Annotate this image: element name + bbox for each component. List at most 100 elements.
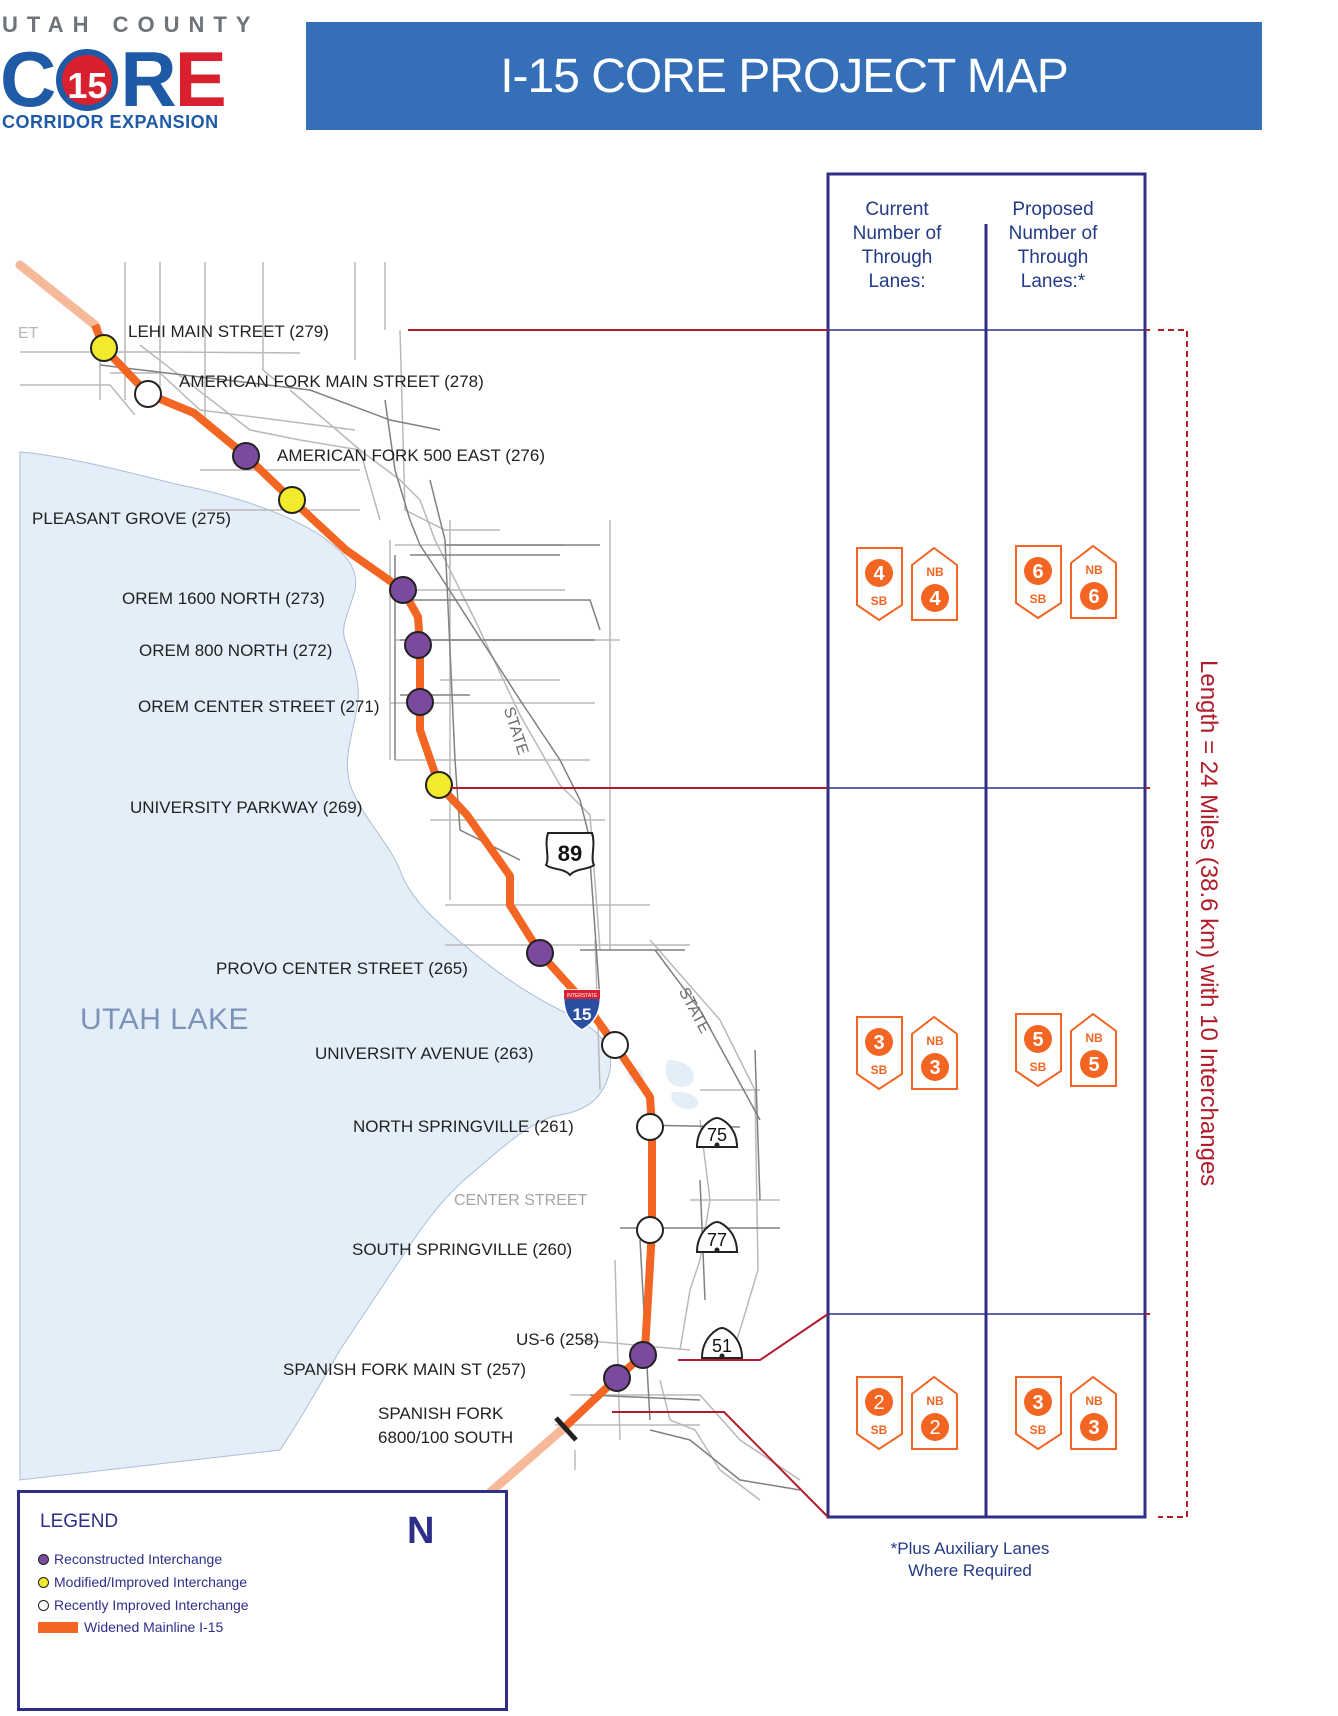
logo-circle-15: 15 <box>56 49 119 111</box>
interchange-label-north-springville: NORTH SPRINGVILLE (261) <box>353 1117 574 1136</box>
svg-text:NB: NB <box>926 1034 944 1048</box>
svg-text:NB: NB <box>1085 1394 1103 1408</box>
svg-text:SB: SB <box>871 594 888 608</box>
svg-text:NB: NB <box>1085 563 1103 577</box>
project-end-label-line2: 6800/100 SOUTH <box>378 1428 514 1447</box>
legend-bar-widened <box>38 1621 78 1633</box>
logo-letter-c: C <box>0 35 56 123</box>
i15-north-extension <box>15 260 100 330</box>
i15-shield: INTERSTATE 15 <box>562 989 602 1031</box>
logo-county-text: UTAH COUNTY <box>2 12 260 37</box>
sr75-shield: 75 <box>695 1116 739 1148</box>
interchange-dots <box>90 334 664 1392</box>
svg-text:SB: SB <box>871 1423 888 1437</box>
svg-text:4: 4 <box>929 588 941 610</box>
legend-item-modified: Modified/Improved Interchange <box>38 1574 247 1590</box>
logo-letter-r: R <box>120 35 176 123</box>
svg-text:5: 5 <box>1032 1029 1043 1051</box>
segment1-proposed-nb: NB 6 <box>1070 544 1117 619</box>
legend-label-widened: Widened Mainline I-15 <box>84 1619 224 1635</box>
svg-text:2: 2 <box>873 1392 884 1414</box>
current-header-line3: Through <box>861 247 933 268</box>
segment2-proposed-sb: 5 SB <box>1015 1013 1062 1088</box>
interchange-dot-orem-1600n <box>389 576 417 604</box>
legend-item-recent: Recently Improved Interchange <box>38 1597 249 1613</box>
interchange-dot-lehi-main <box>90 334 118 362</box>
legend-dot-reconstructed <box>38 1553 49 1565</box>
interchange-label-lehi-main: LEHI MAIN STREET (279) <box>128 322 329 341</box>
segment3-current-sb: 2 SB <box>856 1376 903 1451</box>
svg-text:5: 5 <box>1088 1054 1099 1076</box>
interchange-dot-university-pkwy <box>425 771 453 799</box>
sr51-shield-number: 51 <box>712 1336 732 1356</box>
interchange-label-south-springville: SOUTH SPRINGVILLE (260) <box>352 1240 573 1259</box>
current-header-line4: Lanes: <box>868 271 926 292</box>
current-lanes-header: Current Number of Through Lanes: <box>822 198 972 294</box>
i15-shield-number: 15 <box>573 1005 592 1024</box>
proposed-header-line1: Proposed <box>1012 199 1094 220</box>
segment3-proposed-sb: 3 SB <box>1015 1376 1062 1451</box>
project-end-label-line1: SPANISH FORK <box>378 1404 504 1423</box>
interchange-label-orem-1600n: OREM 1600 NORTH (273) <box>122 589 325 608</box>
interchange-dot-university-ave <box>601 1031 629 1059</box>
svg-text:SB: SB <box>1030 592 1047 606</box>
segment1-proposed-sb: 6 SB <box>1015 545 1062 620</box>
road-network <box>20 262 801 1501</box>
legend-item-widened: Widened Mainline I-15 <box>38 1619 223 1635</box>
utah-lake <box>19 451 612 1481</box>
lake-inlet-2 <box>665 1060 694 1088</box>
proposed-header-line3: Through <box>1017 247 1089 268</box>
leader-lines <box>408 329 1188 1518</box>
interchange-dot-spanish-fork-main <box>603 1364 631 1392</box>
interchange-dot-south-springville <box>636 1216 664 1244</box>
svg-text:3: 3 <box>929 1057 940 1079</box>
legend-box: LEGEND Reconstructed Interchange Modifie… <box>17 1490 508 1711</box>
interchange-label-pleasant-grove: PLEASANT GROVE (275) <box>32 509 232 528</box>
interchange-label-orem-center: OREM CENTER STREET (271) <box>138 697 380 716</box>
interchange-dot-af-main <box>134 380 162 408</box>
interchange-label-af-main: AMERICAN FORK MAIN STREET (278) <box>179 372 484 391</box>
legend-label-modified: Modified/Improved Interchange <box>54 1574 247 1590</box>
svg-text:NB: NB <box>1085 1031 1103 1045</box>
svg-text:3: 3 <box>1088 1417 1099 1439</box>
legend-item-reconstructed: Reconstructed Interchange <box>38 1551 222 1567</box>
proposed-header-line4: Lanes:* <box>1020 271 1086 292</box>
svg-text:SB: SB <box>871 1063 888 1077</box>
note-line2: Where Required <box>908 1561 1032 1580</box>
interchange-label-provo-center: PROVO CENTER STREET (265) <box>216 959 468 978</box>
svg-text:4: 4 <box>873 563 885 585</box>
interchange-dot-pleasant-grove <box>278 486 306 514</box>
segment2-current-nb: NB 3 <box>911 1015 958 1090</box>
interchange-label-us6: US-6 (258) <box>516 1330 600 1349</box>
interchange-label-af-500e: AMERICAN FORK 500 EAST (276) <box>277 446 545 465</box>
sr77-shield-number: 77 <box>707 1230 727 1250</box>
logo-letter-e: E <box>174 35 227 123</box>
interchange-dot-orem-800n <box>404 631 432 659</box>
north-label: N <box>407 1510 435 1552</box>
segment3-current-nb: NB 2 <box>911 1375 958 1450</box>
interchange-dot-af-500e <box>232 442 260 470</box>
interchange-dot-north-springville <box>636 1113 664 1141</box>
page-title: I-15 CORE PROJECT MAP <box>500 49 1069 103</box>
auxiliary-lanes-note: *Plus Auxiliary Lanes Where Required <box>870 1538 1070 1582</box>
project-end-tick <box>554 1416 578 1442</box>
i15-shield-top: INTERSTATE <box>567 993 598 999</box>
edge-fragment-label: ET <box>18 325 39 342</box>
logo-subtitle: CORRIDOR EXPANSION <box>2 112 219 132</box>
svg-text:2: 2 <box>929 1417 940 1439</box>
svg-text:6: 6 <box>1032 561 1043 583</box>
sr51-shield: 51 <box>700 1326 744 1359</box>
lake-inlet-1 <box>310 578 341 661</box>
us89-shield-number: 89 <box>558 841 582 866</box>
svg-text:3: 3 <box>1032 1392 1043 1414</box>
interchange-dot-provo-center <box>526 939 554 967</box>
legend-label-recent: Recently Improved Interchange <box>54 1597 249 1613</box>
segment1-current-nb: NB 4 <box>911 546 958 621</box>
lane-shields: 4 SB NB 4 6 SB NB 6 3 SB <box>856 544 1117 1451</box>
svg-text:6: 6 <box>1088 586 1099 608</box>
current-header-line1: Current <box>865 199 929 220</box>
interchange-label-spanish-fork-main: SPANISH FORK MAIN ST (257) <box>283 1360 527 1379</box>
us89-shield: 89 <box>544 832 596 877</box>
